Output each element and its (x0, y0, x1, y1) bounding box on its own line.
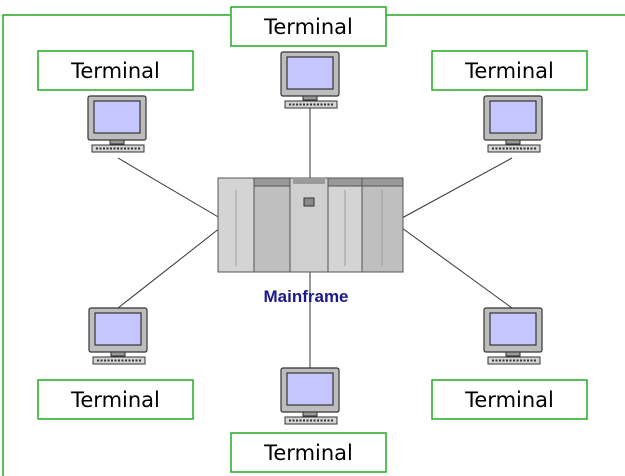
terminal-label-box (37, 50, 194, 91)
computer-monitor-icon (87, 95, 147, 153)
computer-monitor-icon (483, 307, 543, 365)
mainframe-icon (217, 177, 404, 273)
computer-monitor-icon (280, 367, 340, 425)
terminal-label-box (230, 6, 387, 47)
connector-bottom-left (117, 227, 221, 309)
terminal-label-box (230, 432, 387, 473)
connector-top-right (401, 157, 513, 219)
terminal-label-box (37, 379, 194, 420)
terminal-label: Terminal (263, 441, 353, 465)
terminal-label: Terminal (70, 388, 160, 412)
terminal-bottom-right: Terminal (431, 307, 588, 420)
terminal-top-left: Terminal (37, 50, 194, 153)
mainframe-label: Mainframe (263, 287, 348, 306)
connector-top-left (117, 157, 221, 219)
terminal-label: Terminal (464, 388, 554, 412)
terminal-label-box (431, 379, 588, 420)
terminal-top: Terminal (230, 6, 387, 109)
terminal-label: Terminal (464, 59, 554, 83)
terminal-bottom: Terminal (230, 367, 387, 473)
connector-bottom-right (401, 227, 513, 309)
computer-monitor-icon (88, 307, 148, 365)
computer-monitor-icon (483, 95, 543, 153)
frame-border (2, 14, 625, 476)
terminal-label: Terminal (70, 59, 160, 83)
terminal-label-box (431, 50, 588, 91)
computer-monitor-icon (280, 51, 340, 109)
terminal-label: Terminal (263, 15, 353, 39)
terminal-bottom-left: Terminal (37, 307, 194, 420)
connector-lines (117, 105, 513, 368)
terminal-top-right: Terminal (431, 50, 588, 153)
